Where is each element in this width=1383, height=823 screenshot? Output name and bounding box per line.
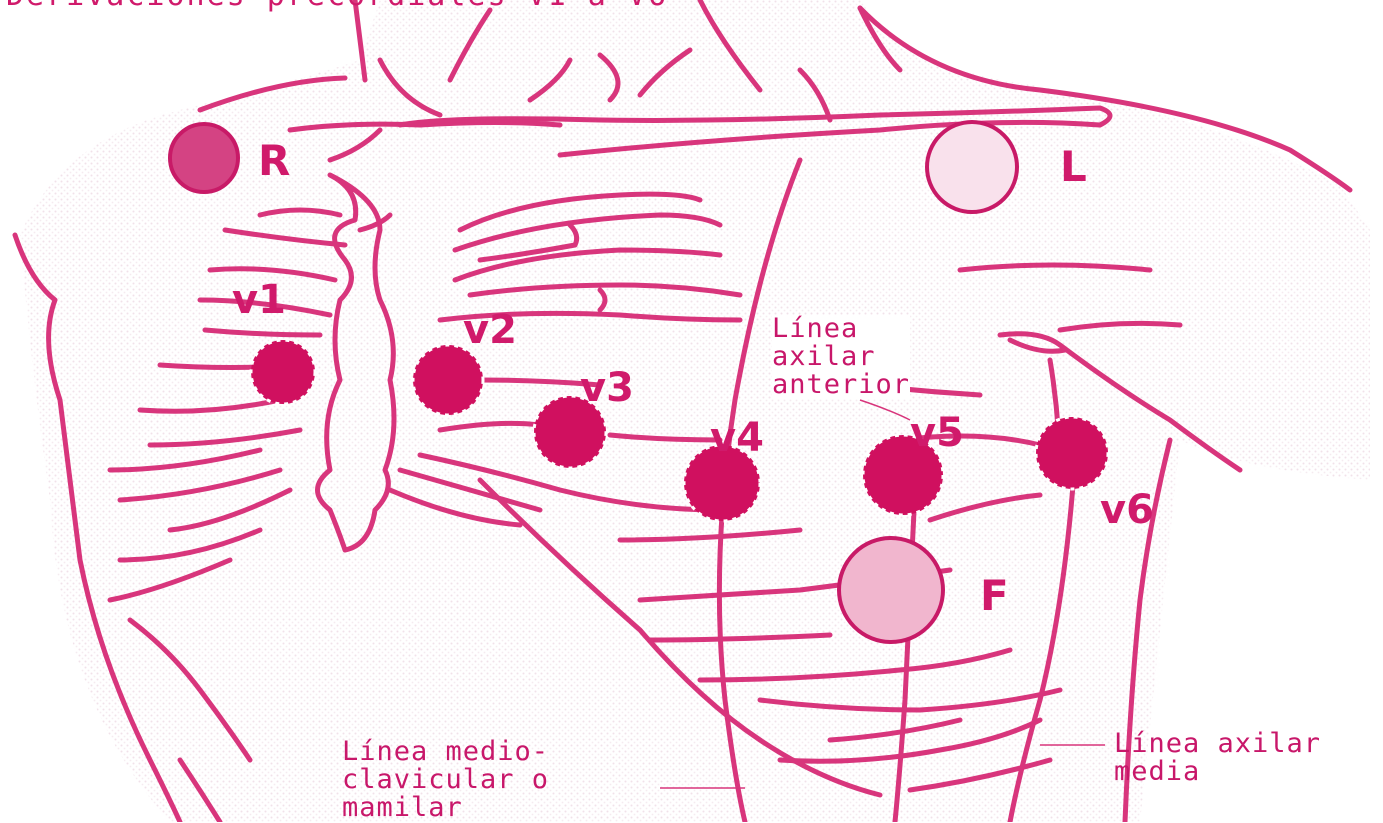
label-L: L xyxy=(1060,146,1087,188)
label-v6: v6 xyxy=(1100,490,1154,530)
electrode-v1 xyxy=(251,340,315,404)
electrode-v2 xyxy=(413,345,483,415)
label-mid-axillary-line: Línea axilar media xyxy=(1114,730,1321,786)
electrode-v6 xyxy=(1036,417,1108,489)
label-F: F xyxy=(980,575,1009,617)
electrode-L xyxy=(927,122,1017,212)
electrode-R xyxy=(170,124,238,192)
label-v4: v4 xyxy=(710,418,764,458)
label-v3: v3 xyxy=(580,368,634,408)
diagram-title: Derivaciones precordiales V1 a V6 xyxy=(6,0,668,13)
label-v2: v2 xyxy=(463,310,517,350)
label-R: R xyxy=(258,140,290,182)
label-midclavicular-line: Línea medio- clavicular o mamilar xyxy=(342,738,549,822)
label-anterior-axillary-line: Línea axilar anterior xyxy=(772,315,910,399)
label-v1: v1 xyxy=(232,280,286,320)
electrode-F xyxy=(839,538,943,642)
label-v5: v5 xyxy=(910,413,964,453)
